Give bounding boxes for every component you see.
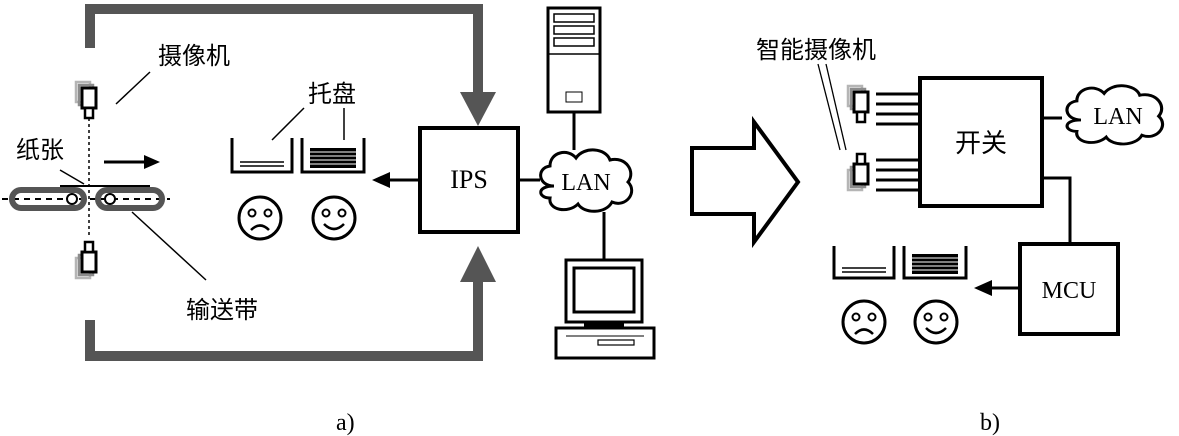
pipe-arrow-down-icon (460, 92, 496, 126)
ips-label: IPS (450, 165, 488, 194)
sad-face-b-icon (841, 299, 887, 345)
ips-box (418, 126, 520, 234)
mcu-box (1018, 242, 1120, 336)
smart-camera-leader-2 (825, 63, 847, 151)
camera-label: 摄像机 (158, 42, 230, 70)
pipe-arrow-up-icon (460, 246, 496, 282)
reject-tray-b-icon (832, 246, 896, 280)
caption-b: b) (980, 410, 1000, 436)
reject-tray-icon (230, 138, 294, 174)
tray-label: 托盘 (308, 80, 356, 108)
panel-b: 智能摄像机 开关 LAN MCU (756, 36, 1165, 436)
paper-leader (59, 169, 85, 185)
smart-camera-bottom-icon (846, 152, 870, 192)
switch-ports-top (876, 92, 920, 126)
ips-output-arrow-icon (372, 172, 420, 188)
feedback-pipe-top (85, 4, 483, 95)
panel-a: 摄像机 纸张 输送带 托盘 (2, 4, 656, 436)
happy-face-b-icon (913, 299, 959, 345)
switch-label: 开关 (955, 129, 1007, 159)
sad-face-icon (237, 195, 283, 241)
accept-tray-b-icon (902, 246, 968, 280)
switch-box (918, 76, 1044, 208)
transition-arrow-icon (690, 115, 801, 249)
belt-leader (131, 211, 207, 281)
smart-camera-leader-1 (817, 63, 841, 151)
desktop-computer-icon (554, 258, 656, 360)
belt-label: 输送带 (186, 296, 258, 324)
lan-label-b: LAN (1093, 104, 1142, 130)
mcu-label: MCU (1042, 278, 1097, 304)
caption-a: a) (336, 410, 355, 436)
motion-arrow-icon (104, 155, 160, 169)
tray-leader-left (271, 107, 305, 141)
paper-label: 纸张 (16, 136, 64, 164)
accept-tray-icon (300, 138, 366, 174)
feedback-pipe-bottom (85, 278, 483, 361)
top-camera-icon (74, 80, 98, 120)
conveyor-icon (2, 187, 170, 211)
smart-camera-top-icon (846, 84, 870, 124)
camera-leader (115, 71, 151, 105)
happy-face-icon (311, 195, 357, 241)
mcu-output-arrow-icon (974, 280, 1020, 296)
server-tower-icon (546, 6, 602, 114)
bottom-camera-icon (74, 240, 98, 280)
switch-ports-bottom (876, 158, 920, 192)
switch-mcu-link (1042, 176, 1072, 244)
lan-label-a: LAN (561, 170, 610, 196)
smart-camera-label: 智能摄像机 (756, 36, 876, 64)
